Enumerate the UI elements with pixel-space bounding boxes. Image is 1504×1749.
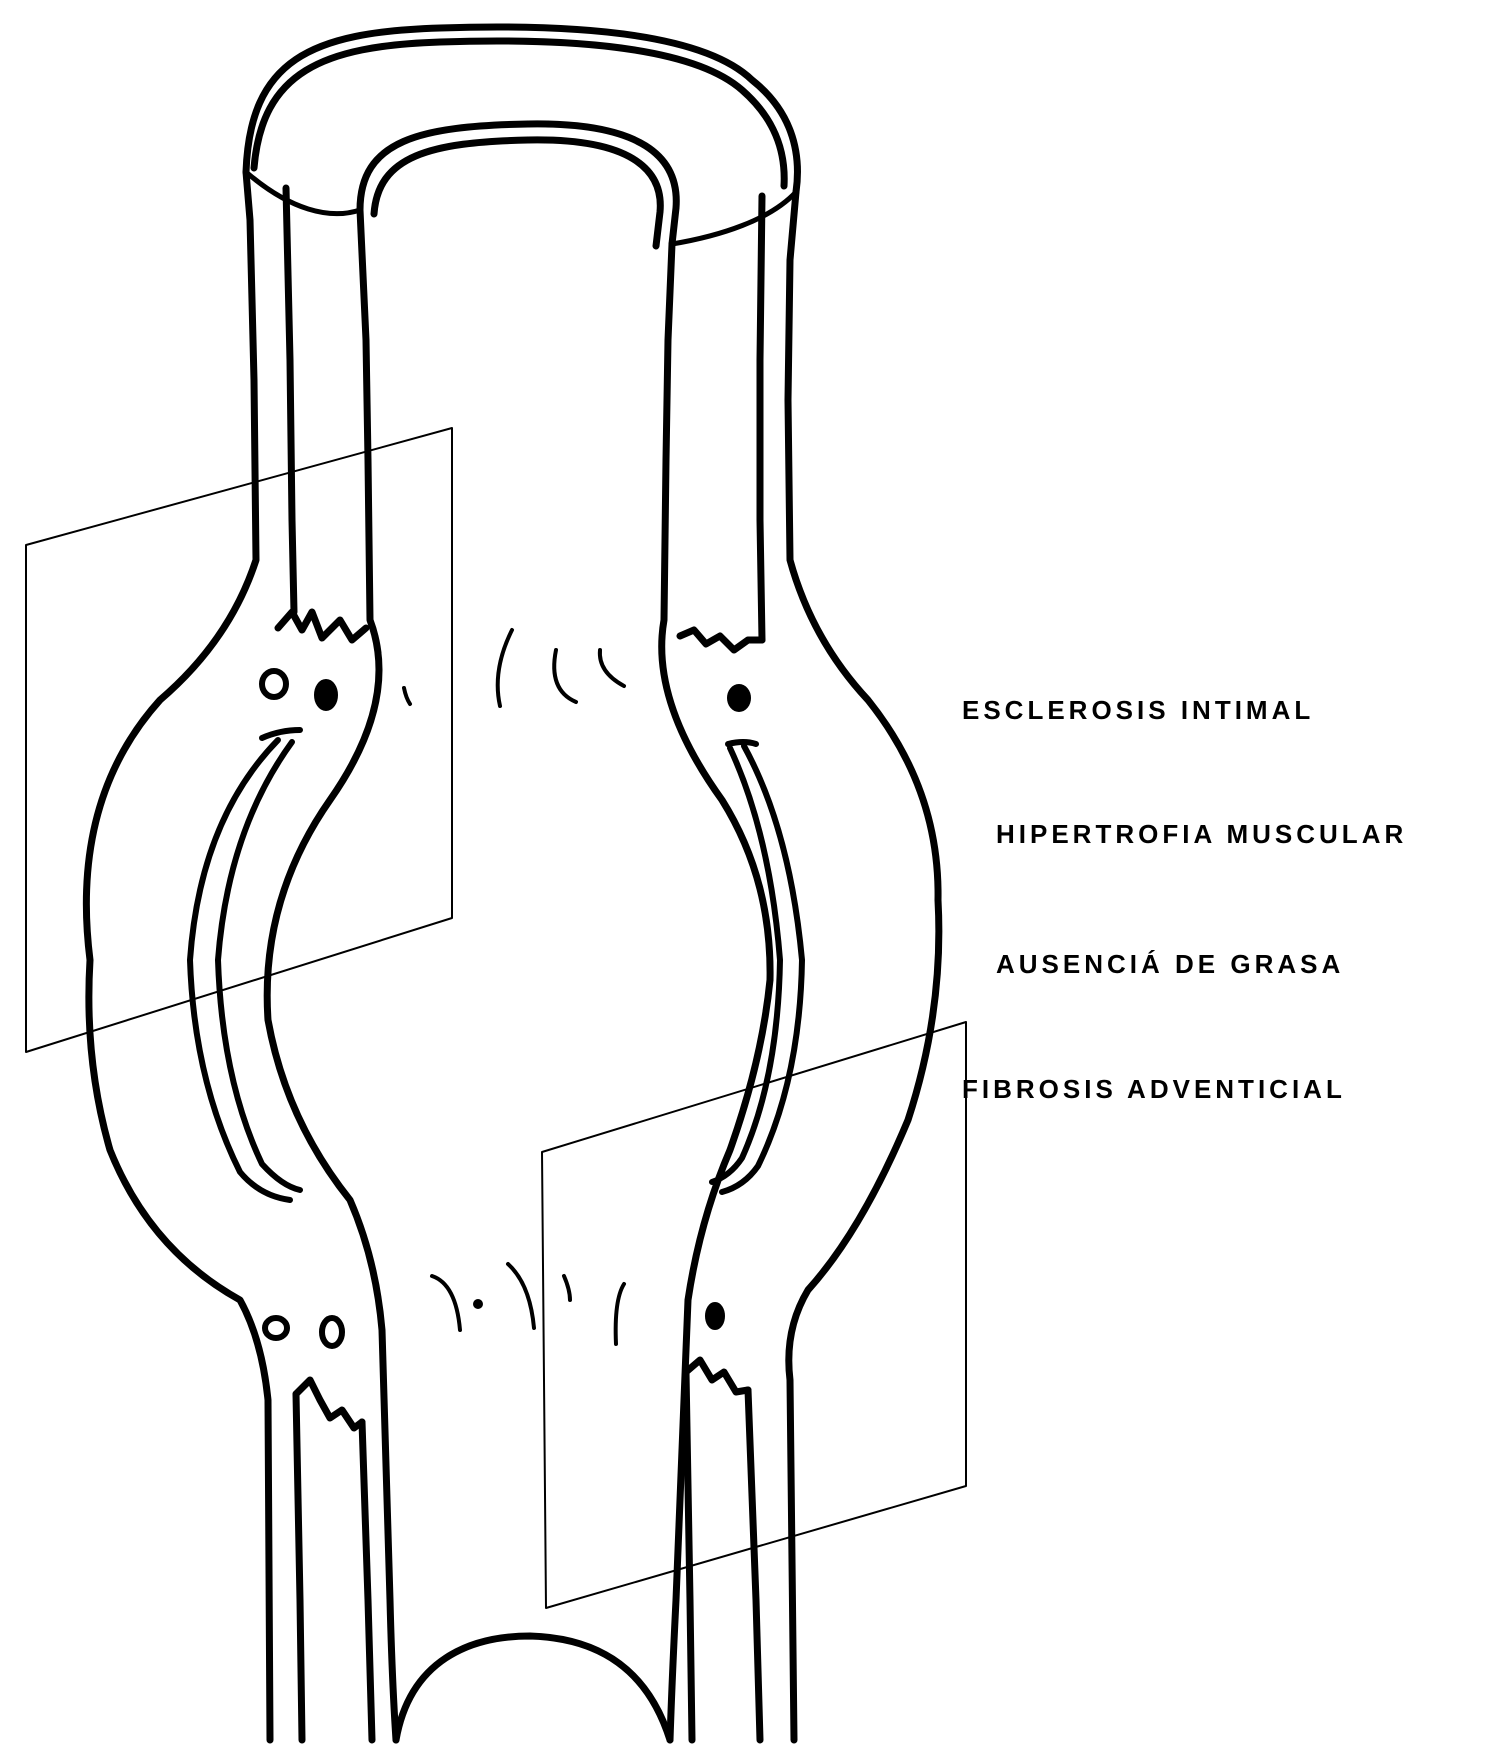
- vasa-dot-lower-left-2: [322, 1318, 342, 1346]
- vasa-vasorum: [262, 671, 748, 1346]
- upper-right-wall-inner-line: [760, 196, 762, 640]
- inner-lumen-arch-2: [374, 140, 660, 246]
- vasa-dot-lower-left-1: [265, 1318, 287, 1338]
- bottom-lumen-arc: [396, 1636, 670, 1740]
- lower-left-wall-outer-line: [296, 1394, 302, 1740]
- intima-stroke-7: [564, 1276, 570, 1300]
- outer-wall-right: [788, 192, 939, 1740]
- vasa-dot-upper-left-2: [317, 682, 335, 708]
- upper-left-jagged-edge: [278, 612, 366, 640]
- intima-stroke-8: [616, 1284, 624, 1344]
- section-planes: [26, 428, 966, 1608]
- intima-stroke-3: [554, 650, 576, 702]
- intima-stroke-1: [404, 688, 410, 704]
- intimal-strokes: [404, 630, 624, 1344]
- intima-dot-1: [475, 1301, 481, 1307]
- media-right-outer: [722, 746, 802, 1192]
- upper-right-jagged-edge: [680, 630, 762, 650]
- inner-wall: [267, 124, 770, 1740]
- lower-left-wall-segment: [296, 1380, 372, 1740]
- lower-left-wall-inner-line: [362, 1422, 372, 1740]
- lower-right-wall-outer-line: [686, 1372, 692, 1740]
- outer-wall: [86, 27, 938, 1740]
- label-fibrosis-adventicial: FIBROSIS ADVENTICIAL: [962, 1074, 1346, 1105]
- label-esclerosis-intimal: ESCLEROSIS INTIMAL: [962, 695, 1314, 726]
- top-cut-right-rim: [672, 192, 796, 244]
- vasa-dot-upper-left-1: [262, 671, 286, 697]
- top-cut-edge: [246, 172, 796, 244]
- upper-right-wall-segment: [680, 196, 762, 650]
- label-ausencia-de-grasa: AUSENCIÁ DE GRASA: [996, 949, 1344, 980]
- lower-left-jagged-edge: [296, 1380, 362, 1428]
- outer-top-arch: [246, 27, 797, 192]
- intima-stroke-2: [498, 630, 512, 706]
- media-layer-left: [190, 730, 300, 1200]
- media-left-top-cap: [262, 730, 300, 738]
- vasa-dot-lower-right: [708, 1305, 722, 1327]
- outer-wall-left: [86, 172, 270, 1740]
- media-right-top-cap: [728, 742, 756, 744]
- upper-left-wall-inner-line: [286, 188, 294, 612]
- vasa-dot-upper-right: [730, 687, 748, 709]
- intima-stroke-4: [600, 650, 624, 686]
- top-cut-left-rim: [246, 172, 360, 214]
- lower-right-wall-inner-line: [748, 1390, 760, 1740]
- intima-stroke-6: [508, 1264, 534, 1328]
- media-left-outer: [190, 740, 290, 1200]
- inner-wall-left: [267, 210, 396, 1740]
- label-hipertrofia-muscular: HIPERTROFIA MUSCULAR: [996, 819, 1407, 850]
- upper-left-wall-segment: [278, 188, 366, 640]
- outer-top-arch-inner: [254, 41, 784, 186]
- intima-stroke-5: [432, 1276, 460, 1330]
- lower-right-jagged-edge: [686, 1360, 748, 1392]
